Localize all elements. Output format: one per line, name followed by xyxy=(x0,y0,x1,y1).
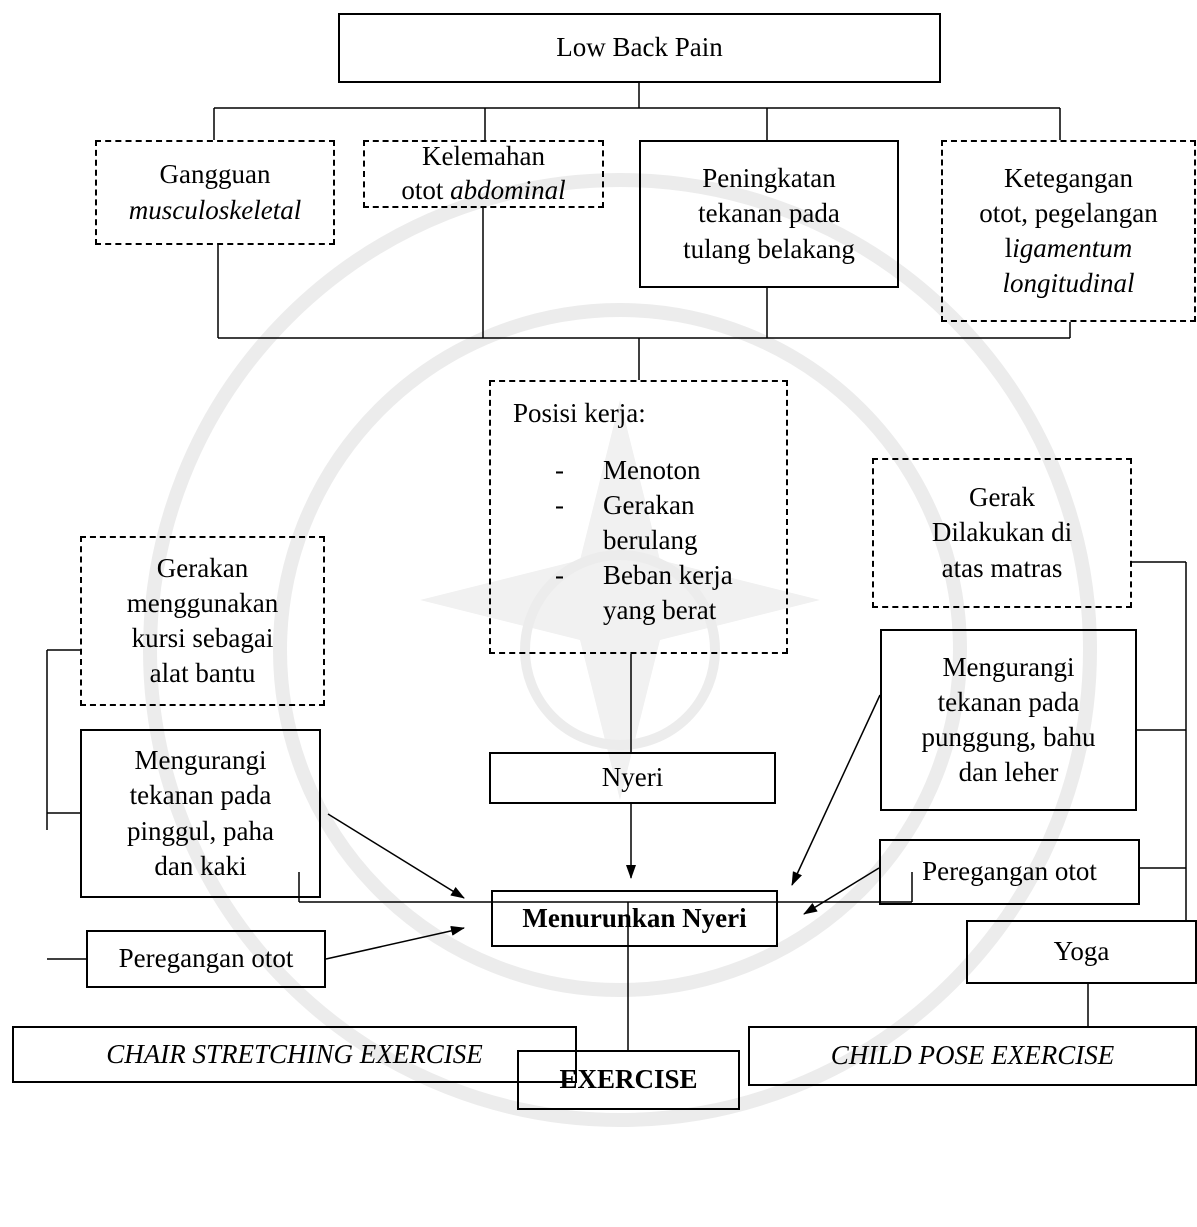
menurunkan-nyeri-box: Menurunkan Nyeri xyxy=(491,890,778,947)
cause-musculoskeletal-line2: musculoskeletal xyxy=(128,194,302,225)
cause-musculoskeletal-line1: Gangguan xyxy=(159,159,271,190)
cause-spine-pressure-box: Peningkatan tekanan pada tulang belakang xyxy=(639,140,899,288)
cause-abdominal-box: Kelemahan otot abdominal xyxy=(363,140,604,208)
cause-ligament-line2: otot, pegelangan xyxy=(979,197,1158,228)
child-stretch-label: Peregangan otot xyxy=(922,856,1097,887)
yoga-box: Yoga xyxy=(966,920,1197,984)
low-back-pain-label: Low Back Pain xyxy=(556,32,723,63)
chair-note-label: Gerakan menggunakan kursi sebagai alat b… xyxy=(126,552,279,689)
cause-ligament-line1: Ketegangan xyxy=(1004,162,1133,193)
nyeri-box: Nyeri xyxy=(489,752,776,804)
child-note-box: Gerak Dilakukan di atas matras xyxy=(872,458,1132,608)
work-position-title: Posisi kerja: xyxy=(513,398,646,428)
work-position-list: - Menoton - Gerakan berulang - Beban ker… xyxy=(513,453,786,628)
child-benefit-box: Mengurangi tekanan pada punggung, bahu d… xyxy=(880,629,1137,811)
cause-ligament-box: Ketegangan otot, pegelangan ligamentum l… xyxy=(941,140,1196,322)
cause-ligament-line4: longitudinal xyxy=(1002,268,1135,299)
exercise-label: EXERCISE xyxy=(559,1064,698,1095)
list-item: - Beban kerja yang berat xyxy=(555,560,733,626)
list-item: - Gerakan berulang xyxy=(555,490,698,556)
menurunkan-nyeri-label: Menurunkan Nyeri xyxy=(522,902,747,933)
child-pose-exercise-box: CHILD POSE EXERCISE xyxy=(748,1026,1197,1086)
cause-abdominal-line1: Kelemahan xyxy=(422,141,545,172)
child-note-label: Gerak Dilakukan di atas matras xyxy=(931,482,1073,583)
chair-benefit-box: Mengurangi tekanan pada pinggul, paha da… xyxy=(80,729,321,898)
list-item: - Menoton xyxy=(555,455,701,486)
chair-benefit-label: Mengurangi tekanan pada pinggul, paha da… xyxy=(127,745,274,881)
chair-note-box: Gerakan menggunakan kursi sebagai alat b… xyxy=(80,536,325,706)
cause-spine-pressure-label: Peningkatan tekanan pada tulang belakang xyxy=(683,163,855,264)
cause-ligament-line3: ligamentum xyxy=(1004,233,1133,263)
chair-stretching-exercise-label: CHAIR STRETCHING EXERCISE xyxy=(106,1038,483,1069)
child-benefit-label: Mengurangi tekanan pada punggung, bahu d… xyxy=(921,651,1096,788)
chair-stretching-exercise-box: CHAIR STRETCHING EXERCISE xyxy=(12,1026,577,1083)
child-stretch-box: Peregangan otot xyxy=(879,839,1140,905)
child-pose-exercise-label: CHILD POSE EXERCISE xyxy=(830,1040,1115,1071)
nyeri-label: Nyeri xyxy=(601,762,664,793)
exercise-box: EXERCISE xyxy=(517,1050,740,1110)
cause-abdominal-line2: otot abdominal xyxy=(401,175,566,205)
cause-musculoskeletal-box: Gangguan musculoskeletal xyxy=(95,140,335,245)
chair-stretch-box: Peregangan otot xyxy=(86,930,326,988)
chair-stretch-label: Peregangan otot xyxy=(118,943,294,974)
yoga-label: Yoga xyxy=(1053,936,1110,967)
work-position-box: Posisi kerja: - Menoton - Gerakan berula… xyxy=(489,380,788,654)
low-back-pain-box: Low Back Pain xyxy=(338,13,941,83)
